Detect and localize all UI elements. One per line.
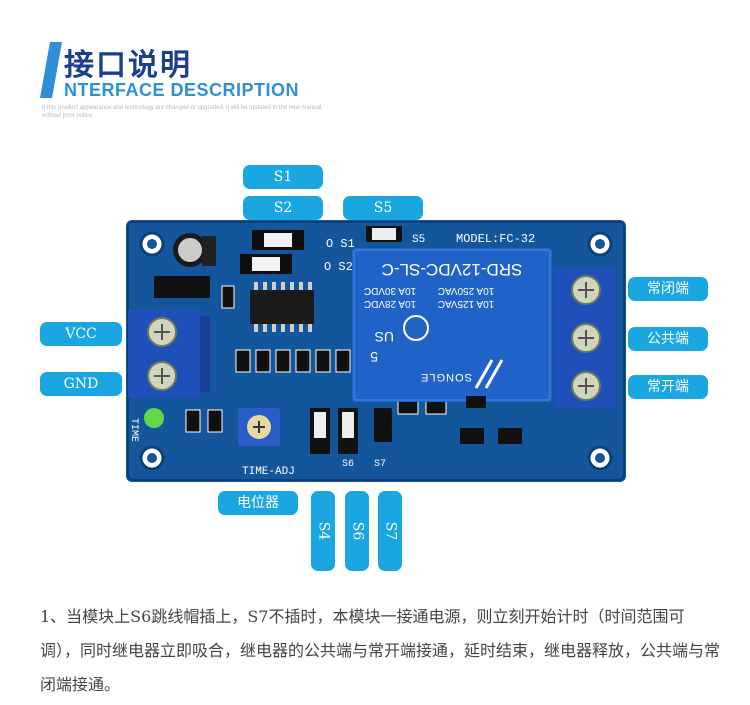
relay-5-text: 5 [370,349,378,365]
label-s5: S5 [343,196,423,220]
relay-icon: SRD-12VDC-SL-C 10A 250VAC 10A 125VAC 10A… [352,248,552,402]
label-s6: S6 [345,491,369,571]
relay-spec-text: 10A 28VDC [364,298,416,309]
label-s4: S4 [311,491,335,571]
smd-components-icon [185,285,447,433]
label-normally-closed: 常闭端 [628,277,708,301]
label-s1: S1 [243,165,323,189]
mounting-hole-icon [139,231,613,471]
silk-model: MODEL:FC-32 [456,232,535,246]
ic-chip-icon [250,282,314,332]
capacitor-icon [173,233,216,267]
relay-spec-text: 10A 30VDC [364,285,416,296]
label-gnd: GND [40,372,122,396]
jumper-s1-s2-icon [240,230,304,274]
silk-time-adj: TIME-ADJ [242,466,295,478]
silk-time: TIME [128,418,139,442]
label-common: 公共端 [628,327,708,351]
title-slash-decoration [40,42,62,98]
relay-stripes-icon [474,359,504,389]
label-vcc: VCC [40,322,122,346]
relay-model-text: SRD-12VDC-SL-C [382,260,523,279]
ul-logo-icon [403,315,429,341]
relay-brand-text: SONGLE [420,371,472,383]
output-terminal-block-icon [554,268,616,408]
label-s2: S2 [243,196,323,220]
label-normally-open: 常开端 [628,375,708,399]
led-icon [144,408,164,428]
description-paragraph: 1、当模块上S6跳线帽插上，S7不插时，本模块一接通电源，则立刻开始计时（时间范… [40,607,721,694]
jumper-s4-s6-s7-icon [310,408,392,454]
power-terminal-block-icon [128,310,210,398]
silk-s7: S7 [374,459,386,470]
disclaimer-note: If this product appearance and technolog… [42,105,323,119]
silk-s2: O S2 [324,260,353,274]
page-title: 接口说明 [64,48,192,83]
transistor-icon [460,396,522,444]
relay-module-board: O S1 O S2 S5 MODEL:FC-32 SRD-12VDC-SL-C … [126,220,626,482]
potentiometer-icon [238,408,280,446]
relay-spec-text: 10A 125VAC [438,298,495,309]
silk-s1: O S1 [326,237,355,251]
label-potentiometer: 电位器 [218,491,298,515]
relay-spec-text: 10A 250VAC [438,285,495,296]
silk-s5: S5 [412,234,425,246]
silk-s6: S6 [342,459,354,470]
label-s7: S7 [378,491,402,571]
diode-icon [154,276,210,298]
relay-us-text: US [375,329,394,345]
page-subtitle: NTERFACE DESCRIPTION [64,80,300,100]
